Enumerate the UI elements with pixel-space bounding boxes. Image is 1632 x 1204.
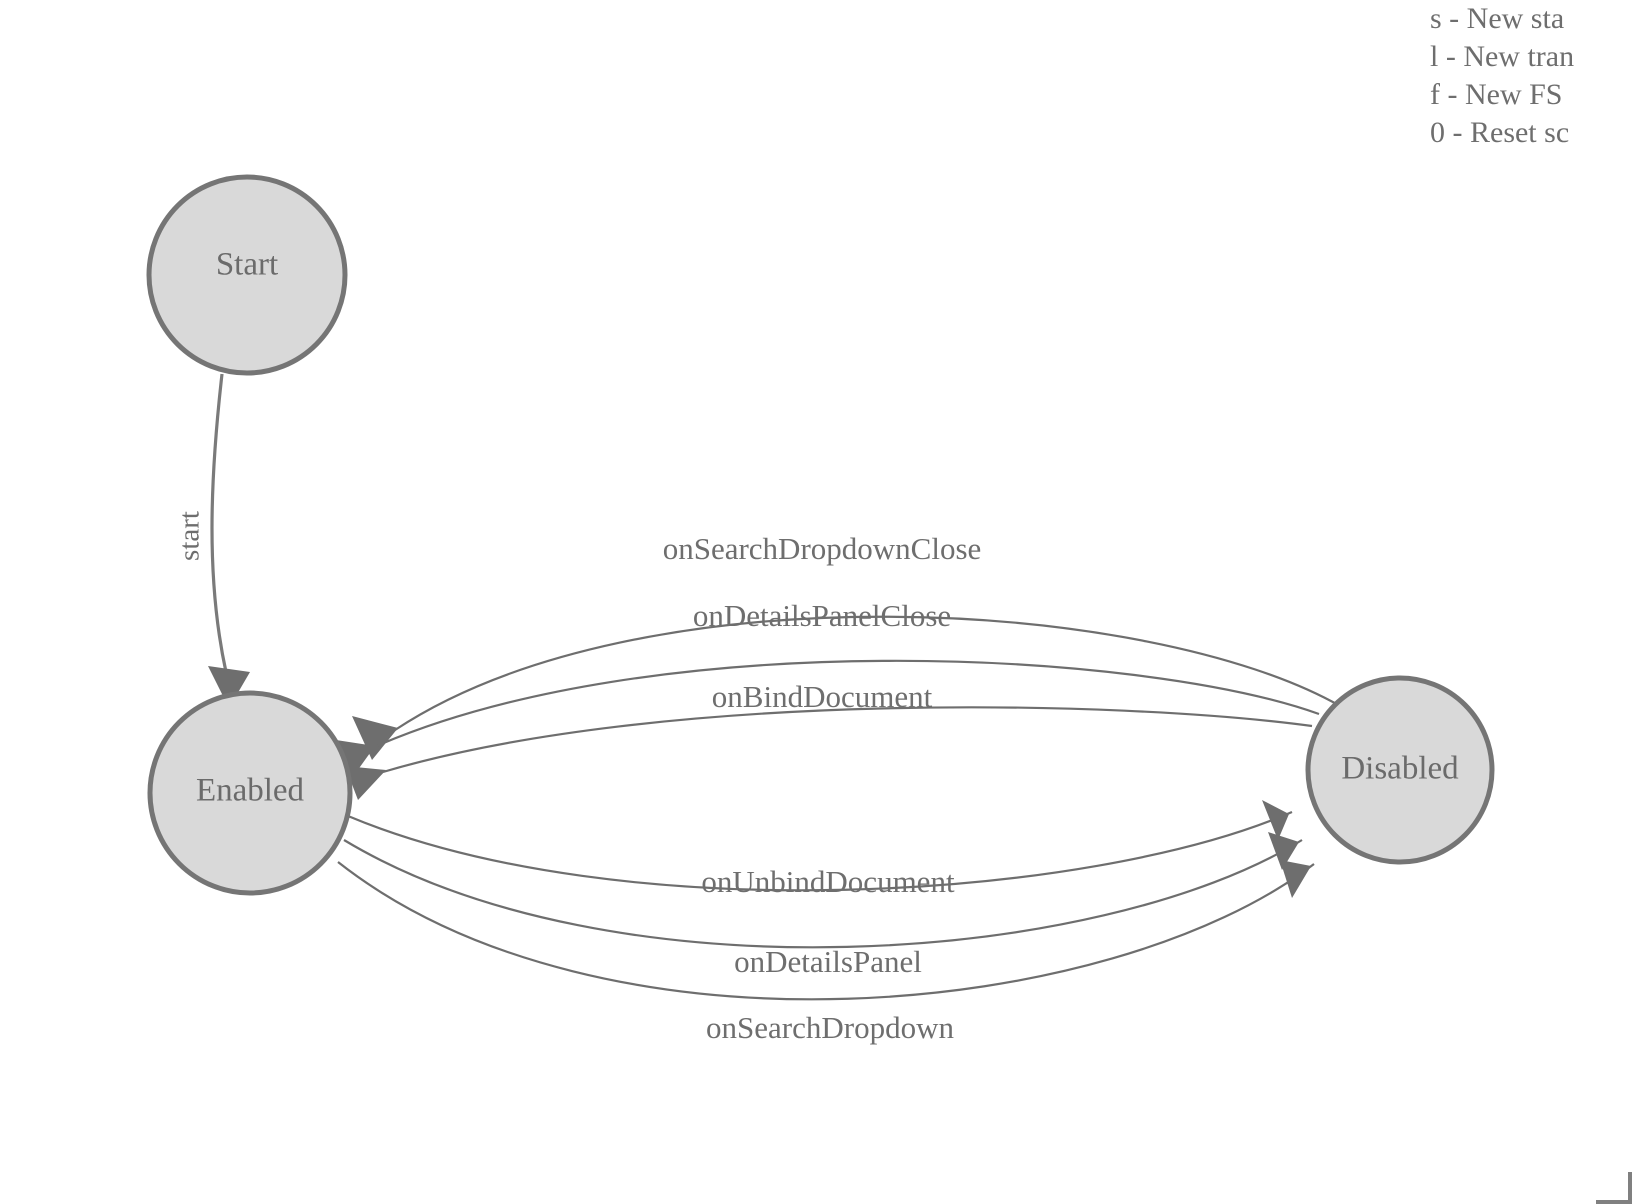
state-node-enabled[interactable]: Enabled <box>147 690 353 896</box>
state-label-start: Start <box>216 247 278 283</box>
arrowhead-icon <box>1280 860 1311 898</box>
corner-vertical-line <box>1628 1172 1632 1204</box>
edge-label-details-panel-close: onDetailsPanelClose <box>693 598 951 633</box>
edge-label-start: start <box>174 511 206 561</box>
corner-horizontal-line <box>1596 1200 1632 1204</box>
transition-on-bind-document[interactable] <box>345 706 1313 800</box>
help-line-new-transition: l - New tran <box>1430 40 1575 73</box>
arrowhead-icon <box>352 716 398 760</box>
edge-path-unbind-document <box>347 810 1293 892</box>
arrowhead-icon <box>345 766 386 800</box>
help-line-new-fsm: f - New FS <box>1430 78 1563 111</box>
state-label-enabled: Enabled <box>196 773 305 809</box>
transition-on-details-panel-close[interactable] <box>336 659 1320 778</box>
edge-label-search-dropdown: onSearchDropdown <box>706 1010 954 1045</box>
transition-on-search-dropdown-close[interactable] <box>352 615 1341 760</box>
state-circle-enabled[interactable] <box>147 690 353 896</box>
state-node-disabled[interactable]: Disabled <box>1305 675 1495 865</box>
arrowhead-icon <box>336 740 375 778</box>
edge-path-search-dropdown-close <box>394 615 1341 731</box>
state-circle-disabled[interactable] <box>1305 675 1495 865</box>
edge-path-details-panel <box>343 839 1303 949</box>
help-line-reset-scale: 0 - Reset sc <box>1430 116 1570 149</box>
transition-on-search-dropdown[interactable] <box>337 860 1315 1001</box>
window-resize-corner[interactable] <box>1596 1172 1632 1204</box>
edge-label-bind-document: onBindDocument <box>712 679 933 714</box>
state-label-disabled: Disabled <box>1341 751 1459 787</box>
edge-path-start <box>210 373 228 673</box>
state-node-start[interactable]: Start <box>146 174 348 376</box>
keyboard-shortcut-help: s - New sta l - New tran f - New FS 0 - … <box>1430 0 1632 152</box>
help-line-new-state: s - New sta <box>1430 2 1565 35</box>
edge-label-unbind-document: onUnbindDocument <box>701 864 955 899</box>
arrowhead-icon <box>1262 800 1289 840</box>
transition-on-unbind-document[interactable] <box>347 800 1293 892</box>
edge-path-bind-document <box>382 706 1313 774</box>
transition-start[interactable] <box>208 373 250 708</box>
arrowhead-icon <box>1268 832 1299 870</box>
edge-path-details-panel-close <box>371 659 1320 750</box>
edge-label-details-panel: onDetailsPanel <box>734 944 922 979</box>
edge-label-search-dropdown-close: onSearchDropdownClose <box>663 531 982 566</box>
edge-path-search-dropdown <box>337 861 1315 1001</box>
transition-on-details-panel[interactable] <box>343 832 1303 949</box>
state-circle-start[interactable] <box>146 174 348 376</box>
arrowhead-icon <box>208 666 250 708</box>
